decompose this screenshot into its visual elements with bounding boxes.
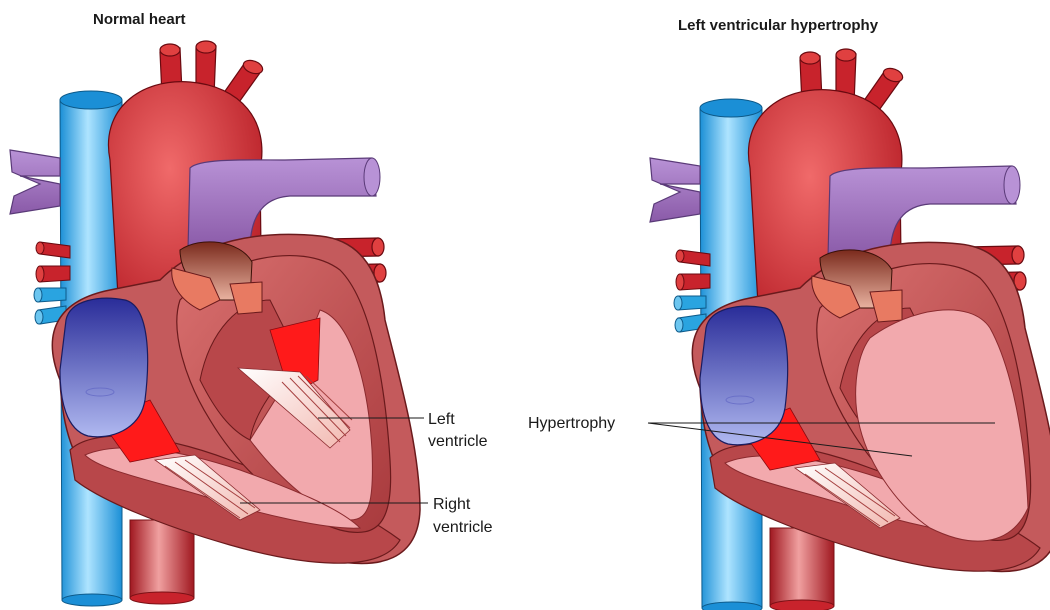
panel-title-hypertrophy: Left ventricular hypertrophy — [678, 17, 879, 34]
hypertrophy-label: Hypertrophy — [528, 415, 615, 432]
right-ventricle-label-line1: Right — [433, 496, 471, 513]
right-ventricle-label-line2: ventricle — [433, 519, 493, 536]
normal-heart-illustration — [10, 41, 420, 606]
left-ventricle-label-line2: ventricle — [428, 433, 488, 450]
left-ventricle-label-line1: Left — [428, 411, 455, 428]
normal-heart-panel: Normal heart Left ventricle Right ventri… — [10, 11, 493, 606]
panel-title-normal: Normal heart — [93, 11, 186, 28]
hypertrophy-heart-panel: Left ventricular hypertrophy Hypertrophy — [528, 17, 1050, 610]
